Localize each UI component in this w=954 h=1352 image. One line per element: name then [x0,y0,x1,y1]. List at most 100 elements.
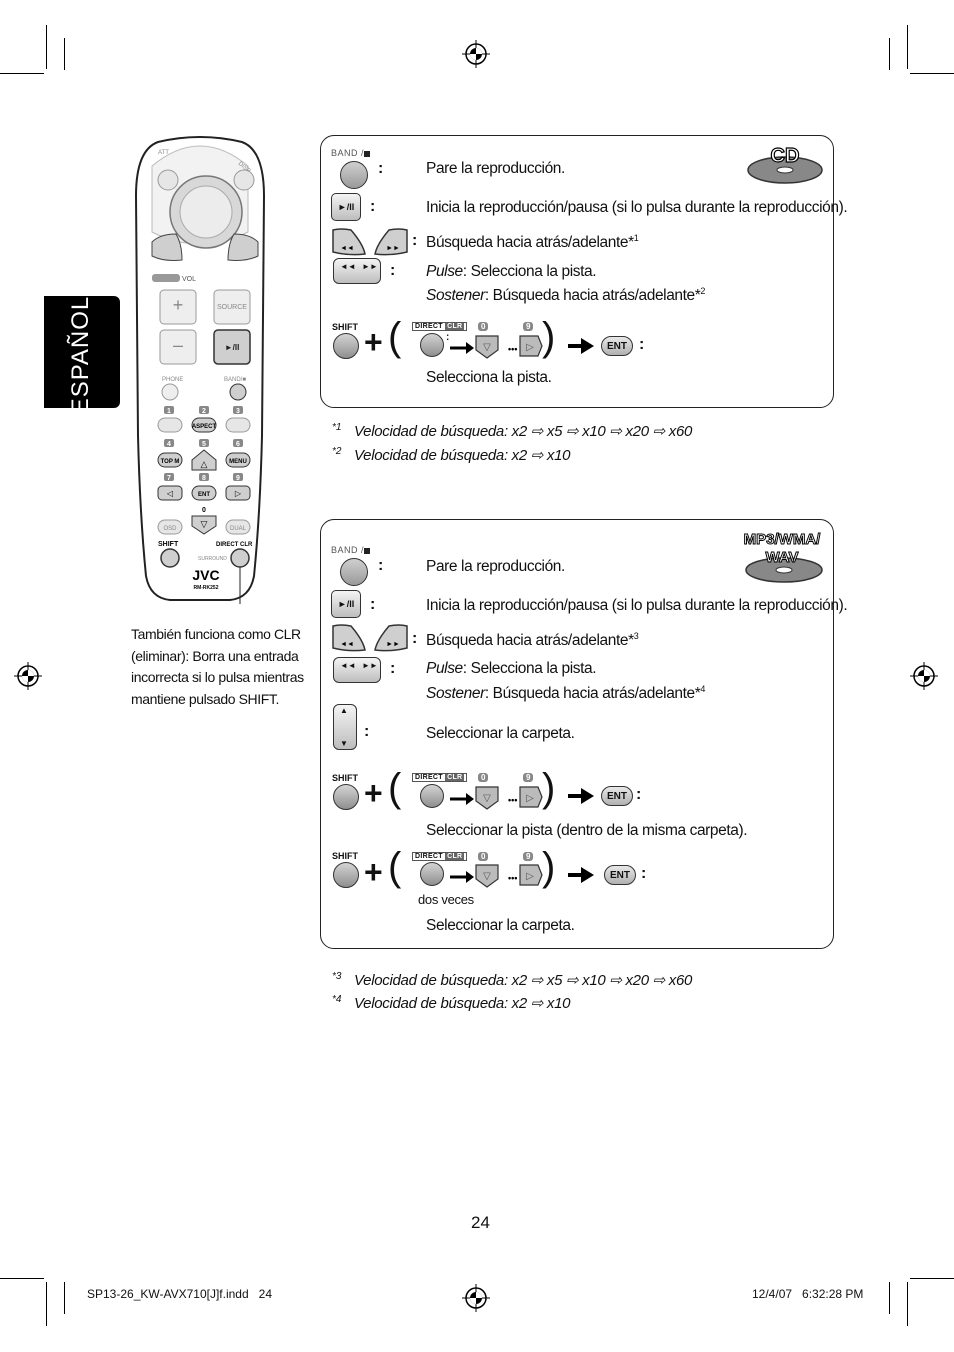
registration-mark-top [462,40,490,68]
band-stop-button[interactable] [340,161,368,189]
language-tab [44,296,120,408]
plus-icon: + [364,775,383,811]
number-keys[interactable]: ▽ ••• ▷ [446,783,546,811]
stop-square-icon [364,548,370,554]
shift-button[interactable] [333,784,359,810]
cd-panel [320,135,834,408]
search-buttons[interactable]: ◄◄ ►► [331,622,409,654]
svg-text:•••: ••• [508,344,517,354]
track-skip-button[interactable] [333,657,381,683]
direct-clr-label: DIRECT CLR [412,322,468,331]
play-pause-button[interactable]: ►/II [331,193,361,221]
mp3-panel [320,519,834,949]
colon: : [370,596,376,613]
band-stop-button[interactable] [340,558,368,586]
svg-text:◄◄: ◄◄ [340,245,354,252]
svg-text:▷: ▷ [526,793,534,804]
mp3-stop-text: Pare la reproducción. [426,558,565,575]
svg-text:►/II: ►/II [225,343,240,352]
cd-select-track-text: Selecciona la pista. [426,369,552,386]
footer-file: SP13-26_KW-AVX710[J]f.indd 24 [87,1287,272,1301]
mp3-play-text: Inicia la reproducción/pausa (si lo puls… [426,597,848,614]
svg-text:•••: ••• [508,795,517,805]
shift-button[interactable] [333,862,359,888]
direct-button[interactable] [420,862,444,886]
plus-icon: + [364,324,383,360]
note-3-text: Velocidad de búsqueda: x2 ⇨ x5 ⇨ x10 ⇨ x… [354,972,693,989]
svg-text:4: 4 [167,441,171,448]
svg-text:ENT: ENT [198,492,210,498]
remote-brand: JVC [192,567,219,583]
num-9-label: 9 [523,852,534,861]
svg-text:SHIFT: SHIFT [158,541,179,548]
number-keys[interactable]: ▽ ••• ▷ [446,861,546,889]
bracket-close: ) [542,845,556,889]
mp3-search-text: Búsqueda hacia atrás/adelante*3 [426,631,639,650]
svg-text:DUAL: DUAL [230,526,247,532]
remote-att-label: ATT [158,150,169,156]
num-0-label: 0 [478,773,489,782]
ent-button[interactable]: ENT [604,865,636,885]
skip-prev-icon: ◄◄ [340,262,356,271]
direct-clr-label: DIRECT CLR [412,852,468,861]
svg-text:▽: ▽ [201,519,208,529]
num-0-label: 0 [478,852,489,861]
note-2-text: Velocidad de búsqueda: x2 ⇨ x10 [354,447,571,464]
language-tab-label: ESPAÑOL [67,295,94,415]
cd-play-text: Inicia la reproducción/pausa (si lo puls… [426,199,848,216]
svg-text:▷: ▷ [526,871,534,882]
shift-label: SHIFT [332,851,358,861]
search-buttons[interactable]: ◄◄ ►► [331,226,409,258]
num-9-label: 9 [523,773,534,782]
mp3-badge-line1: MP3/WMA/ [744,531,821,548]
svg-text:▷: ▷ [235,489,242,498]
band-label: BAND / [331,545,365,555]
svg-text:RM-RK252: RM-RK252 [193,585,218,591]
direct-button[interactable] [420,784,444,808]
band-label: BAND / [331,148,365,158]
skip-next-icon: ►► [362,661,378,670]
svg-text:ASPECT: ASPECT [192,424,217,430]
number-keys[interactable]: ▽ ••• ▷ [446,332,546,360]
colon: : [378,160,384,177]
mp3-track-folder-text: Seleccionar la pista (dentro de la misma… [426,822,748,839]
svg-text:BAND/■: BAND/■ [224,377,246,383]
arrow-right-icon [568,788,594,804]
svg-text:◄◄: ◄◄ [340,641,354,648]
colon: : [641,865,647,882]
note-1-text: Velocidad de búsqueda: x2 ⇨ x5 ⇨ x10 ⇨ x… [354,423,693,440]
svg-text:3: 3 [236,408,240,415]
play-pause-button[interactable]: ►/II [331,590,361,618]
colon: : [412,232,418,249]
direct-clr-label: DIRECT CLR [412,773,468,782]
skip-prev-icon: ◄◄ [340,661,356,670]
folder-down-icon: ▼ [340,739,348,748]
bracket-close: ) [542,315,556,359]
svg-text:▽: ▽ [483,793,491,804]
cd-search-text: Búsqueda hacia atrás/adelante*1 [426,233,639,252]
registration-mark-bottom [462,1284,490,1312]
svg-text:5: 5 [202,441,206,448]
bracket-open: ( [388,845,402,889]
svg-text:▷: ▷ [526,342,534,353]
svg-text:►►: ►► [386,245,400,252]
arrow-right-icon [568,867,594,883]
folder-up-down-button[interactable] [333,704,357,750]
svg-text:OSD: OSD [163,526,177,532]
colon: : [390,262,396,279]
note-4-mark: *4 [332,994,342,1005]
ent-button[interactable]: ENT [601,786,633,806]
mp3-pulse-text: Pulse: Selecciona la pista. [426,660,597,677]
mp3-disc-icon: MP3/WMA/ WAV [743,531,823,583]
note-2-mark: *2 [332,446,342,457]
track-skip-button[interactable] [333,258,381,284]
mp3-hold-text: Sostener: Búsqueda hacia atrás/adelante*… [426,684,706,703]
ent-button[interactable]: ENT [601,336,633,356]
note-1-mark: *1 [332,422,342,433]
shift-label: SHIFT [332,773,358,783]
footer-date: 12/4/07 6:32:28 PM [752,1287,864,1301]
direct-button[interactable] [420,333,444,357]
colon: : [370,198,376,215]
svg-text:▽: ▽ [483,342,491,353]
shift-button[interactable] [333,333,359,359]
